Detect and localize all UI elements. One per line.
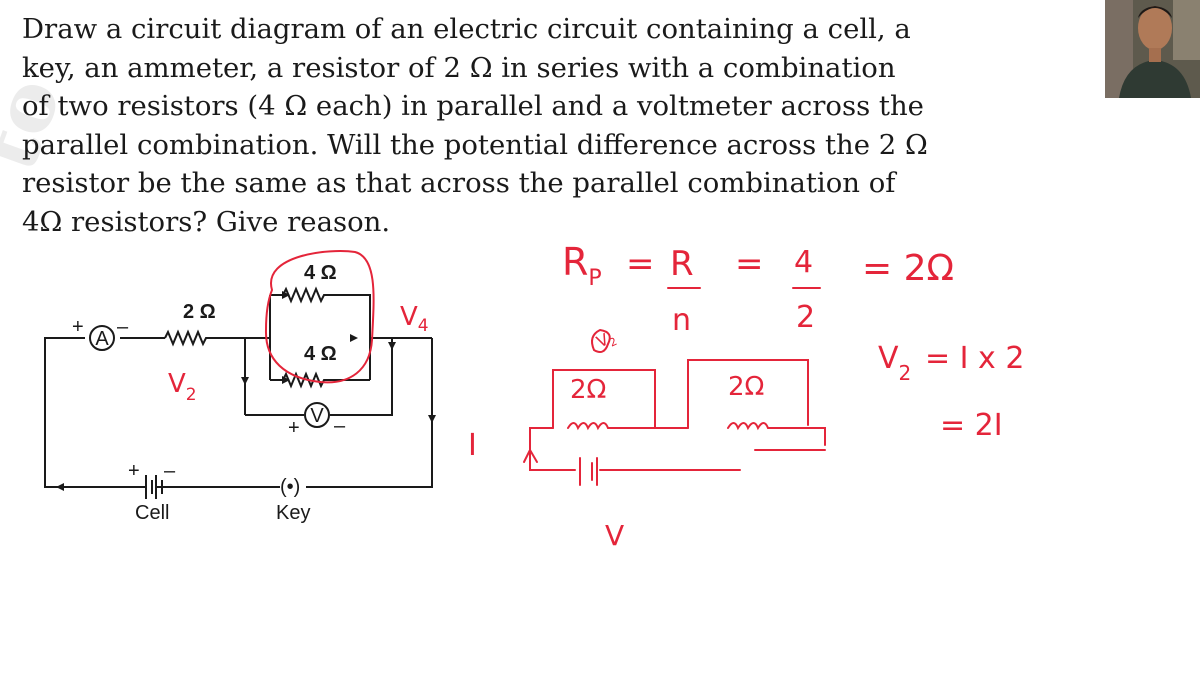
- sketch-arrow: [523, 449, 538, 463]
- parallel-loop: [264, 249, 375, 384]
- arrow: [388, 342, 396, 350]
- frac-equals: =: [735, 244, 764, 284]
- webcam-inset: [1105, 0, 1200, 98]
- sketch-label-right: 2Ω: [728, 372, 764, 402]
- sketch-node: [591, 329, 611, 353]
- sketch-box-left: [552, 369, 656, 429]
- sketch-resistor-right: [727, 422, 826, 451]
- wire-voltmeter: [245, 338, 393, 416]
- voltmeter-minus: –: [334, 415, 346, 437]
- annotation-v2: V2: [168, 369, 197, 405]
- resistor-4ohm-bottom: [270, 371, 370, 389]
- voltmeter-icon: [304, 402, 330, 428]
- resistor-4ohm-top-label: 4 Ω: [304, 262, 337, 284]
- cell-plus: +: [128, 460, 140, 482]
- arrow: [282, 291, 290, 299]
- annotation-v4: V4: [400, 302, 429, 336]
- frac-numerator: 4: [794, 245, 813, 280]
- voltmeter-label: V: [310, 405, 324, 427]
- cell-minus: –: [164, 460, 176, 482]
- rp-denominator: n: [672, 303, 691, 338]
- sketch-cell: [579, 457, 598, 486]
- circuit-diagram: A + – V + – 4 Ω 2 Ω 4 Ω + – Cell (•) Key: [44, 262, 436, 524]
- arrow: [241, 377, 249, 385]
- resistor-4ohm-top: [270, 286, 371, 380]
- question-text: Draw a circuit diagram of an electric ci…: [22, 10, 1062, 241]
- arrow: [56, 483, 64, 491]
- resistor-4ohm-bottom-label: 4 Ω: [304, 343, 337, 365]
- arrow: [428, 415, 436, 423]
- arrow: [350, 334, 358, 342]
- resistor-2ohm: [164, 329, 245, 347]
- v2-formula: = I x 2: [925, 341, 1024, 376]
- sketch-resistor-left: [567, 422, 656, 431]
- resistor-2ohm-label: 2 Ω: [183, 301, 216, 323]
- v2-label: V2: [878, 341, 911, 385]
- rp-numerator: R: [670, 244, 694, 284]
- question-line: of two resistors (4 Ω each) in parallel …: [22, 90, 924, 122]
- question-line: 4Ω resistors? Give reason.: [22, 205, 391, 238]
- question-line: resistor be the same as that across the …: [22, 167, 896, 199]
- key-symbol: (•): [280, 476, 300, 498]
- cell-label: Cell: [135, 502, 169, 524]
- rp-equals: =: [626, 244, 655, 284]
- sketch-box-right: [687, 359, 809, 429]
- rp-label: RP: [562, 240, 602, 291]
- ammeter-icon: [89, 325, 115, 351]
- ammeter-plus: +: [72, 316, 84, 338]
- ammeter-minus: –: [117, 316, 129, 338]
- question-line: key, an ammeter, a resistor of 2 Ω in se…: [22, 51, 896, 84]
- key-label: Key: [276, 502, 310, 524]
- current-label: I: [468, 428, 477, 463]
- wire-left: [44, 337, 138, 488]
- sketch-label-left: 2Ω: [570, 375, 606, 405]
- voltmeter-plus: +: [288, 417, 300, 439]
- voltage-label: V: [605, 519, 624, 552]
- sketch-wire: [529, 427, 741, 471]
- ammeter-label: A: [95, 328, 109, 350]
- question-line: Draw a circuit diagram of an electric ci…: [22, 13, 911, 45]
- v2-result: = 2I: [940, 408, 1003, 443]
- presenter-image: [1105, 0, 1200, 98]
- frac-denominator: 2: [796, 300, 815, 335]
- cell-symbol: [138, 475, 163, 499]
- question-line: parallel combination. Will the potential…: [22, 128, 928, 161]
- rp-result: = 2Ω: [862, 248, 954, 289]
- wire-bottom: [162, 338, 433, 488]
- arrow: [282, 376, 290, 384]
